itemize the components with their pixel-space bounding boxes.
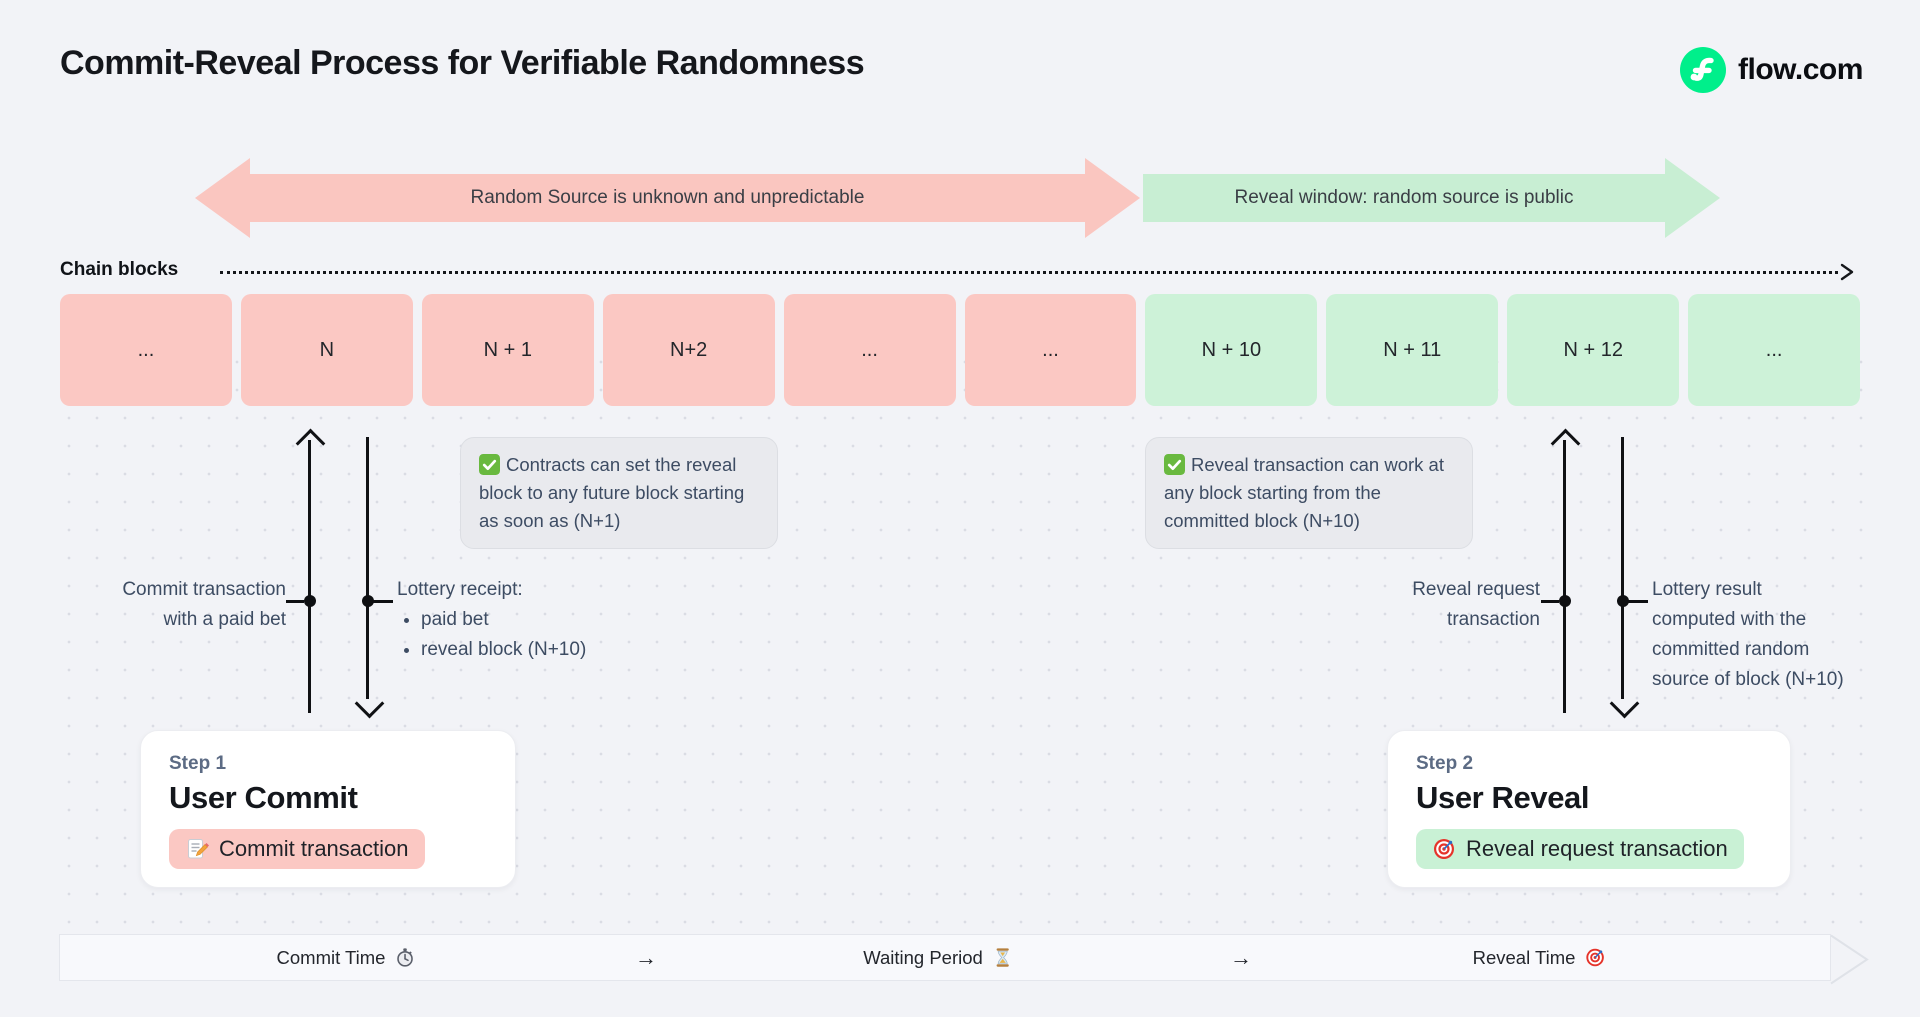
step1-kicker: Step 1	[169, 753, 227, 774]
reveal-note-text: Reveal transaction can work at any block…	[1164, 454, 1444, 531]
result-node-dot	[1616, 595, 1629, 607]
receipt-node-dot	[361, 595, 374, 607]
timeline-commit-time-label: Commit Time	[276, 946, 386, 968]
chain-block: N + 11	[1326, 294, 1499, 406]
reveal-request-pill: Reveal request transaction	[1416, 829, 1744, 869]
chain-block: N+2	[602, 294, 775, 406]
step2-pill-label: Reveal request transaction	[1466, 836, 1728, 861]
commit-note-box: Contracts can set the reveal block to an…	[460, 437, 778, 549]
timeline-arrow: →	[635, 935, 657, 980]
reveal-request-line: transaction	[1447, 609, 1540, 630]
lottery-result-line: Lottery result	[1652, 579, 1762, 600]
check-icon	[479, 454, 500, 475]
reveal-request-label: Reveal request transaction	[1412, 575, 1540, 635]
brand-name: flow.com	[1738, 53, 1863, 86]
hourglass-icon	[992, 947, 1013, 968]
timeline-end-chevron-icon	[1830, 934, 1870, 985]
check-icon	[1164, 454, 1185, 475]
step1-pill-label: Commit transaction	[219, 836, 409, 861]
reveal-request-line: Reveal request	[1412, 579, 1540, 600]
timeline-reveal-time: Reveal Time	[1473, 935, 1606, 980]
step2-kicker: Step 2	[1416, 753, 1474, 774]
unknown-window-banner: Random Source is unknown and unpredictab…	[195, 158, 1140, 238]
chain-block: ...	[783, 294, 956, 406]
flow-brand[interactable]: flow.com	[1680, 47, 1863, 93]
timeline-commit-time: Commit Time	[277, 935, 416, 980]
timeline-waiting-period-label: Waiting Period	[863, 946, 983, 968]
lottery-result-line: computed with the	[1652, 609, 1807, 630]
chain-blocks-label: Chain blocks	[60, 259, 179, 280]
page-title: Commit-Reveal Process for Verifiable Ran…	[60, 44, 865, 82]
commit-note-text: Contracts can set the reveal block to an…	[479, 454, 745, 531]
timeline-waiting-period: Waiting Period	[863, 935, 1013, 980]
chain-blocks-row: ... N N + 1 N+2 ... ... N + 10 N + 11 N …	[60, 294, 1861, 406]
step2-card: Step 2 User Reveal Reveal request transa…	[1387, 730, 1791, 888]
timeline-bar: Commit Time → Waiting Period →	[59, 934, 1831, 981]
lottery-receipt-title: Lottery receipt:	[397, 579, 523, 600]
chain-arrowhead-icon	[1838, 263, 1856, 281]
result-connector-line	[1628, 599, 1648, 603]
chain-timeline-dotted-line	[220, 271, 1838, 274]
chain-block: N + 1	[421, 294, 594, 406]
timeline-reveal-time-label: Reveal Time	[1472, 946, 1576, 968]
arrow-right-glyph: →	[635, 944, 657, 970]
receipt-connector-line	[373, 599, 393, 603]
chain-block: N + 10	[1145, 294, 1318, 406]
reveal-node-dot	[1558, 595, 1571, 607]
reveal-note-box: Reveal transaction can work at any block…	[1145, 437, 1473, 549]
commit-transaction-line: with a paid bet	[163, 609, 286, 630]
commit-connector-line	[286, 599, 304, 603]
commit-transaction-line: Commit transaction	[122, 579, 286, 600]
reveal-window-label: Reveal window: random source is public	[1234, 187, 1574, 208]
commit-transaction-pill: Commit transaction	[169, 829, 425, 869]
lottery-receipt-label: Lottery receipt: paid bet reveal block (…	[397, 575, 586, 665]
chain-block: N + 12	[1507, 294, 1680, 406]
target-icon	[1432, 837, 1456, 861]
arrow-right-glyph: →	[1230, 944, 1252, 970]
commit-node-dot	[303, 595, 316, 607]
lottery-result-line: source of block (N+10)	[1652, 669, 1844, 690]
reveal-connector-line	[1541, 599, 1559, 603]
unknown-window-label: Random Source is unknown and unpredictab…	[470, 187, 865, 208]
lottery-receipt-bullet: reveal block (N+10)	[421, 635, 586, 665]
step1-title: User Commit	[169, 780, 358, 815]
chain-block: N	[240, 294, 413, 406]
stopwatch-icon	[394, 947, 415, 968]
commit-up-arrow	[308, 440, 311, 713]
commit-transaction-label: Commit transaction with a paid bet	[122, 575, 286, 635]
flow-logo-icon	[1680, 47, 1726, 93]
reveal-window-banner: Reveal window: random source is public	[1143, 158, 1720, 238]
chain-block: ...	[60, 294, 232, 406]
memo-icon	[185, 837, 209, 861]
result-down-arrow	[1621, 437, 1624, 699]
receipt-down-arrow	[366, 437, 369, 699]
timeline-arrow: →	[1230, 935, 1252, 980]
chain-block: ...	[1688, 294, 1861, 406]
chain-block: ...	[964, 294, 1137, 406]
lottery-receipt-bullet: paid bet	[421, 605, 586, 635]
lottery-result-line: committed random	[1652, 639, 1810, 660]
reveal-up-arrow	[1563, 440, 1566, 713]
target-icon	[1584, 947, 1605, 968]
lottery-result-label: Lottery result computed with the committ…	[1652, 575, 1844, 695]
step1-card: Step 1 User Commit Commit transaction	[140, 730, 516, 888]
step2-title: User Reveal	[1416, 780, 1590, 815]
